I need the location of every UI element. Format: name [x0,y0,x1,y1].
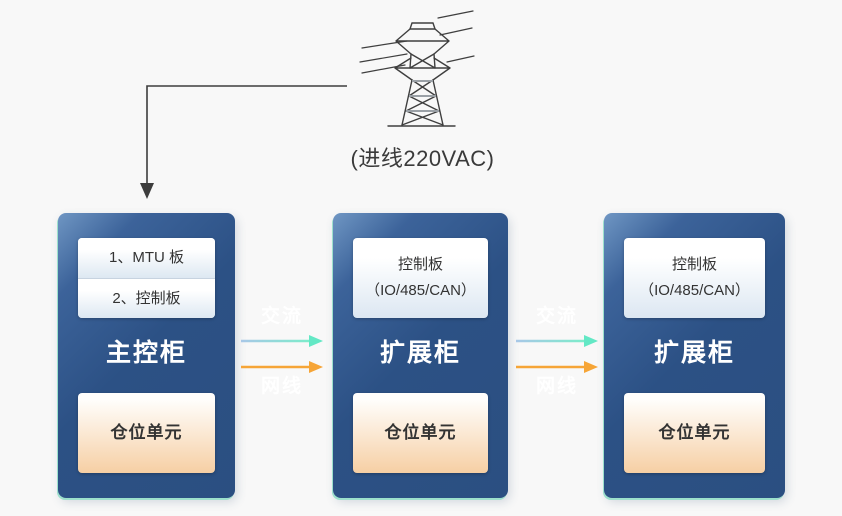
cabinet-main: 1、MTU 板 2、控制板 主控柜 仓位单元 [58,213,235,498]
cabinet-expansion-2: 控制板 （IO/485/CAN） 扩展柜 仓位单元 [604,213,785,498]
incoming-power-label: (进线220VAC) [350,146,495,171]
board-line-1: 控制板 [671,256,717,273]
link2-net-label: 网线 [535,376,578,397]
bay-unit-box: 仓位单元 [78,393,215,473]
bay-unit-box: 仓位单元 [353,393,488,473]
cabinet-title: 扩展柜 [653,339,735,367]
board-box: 控制板 （IO/485/CAN） [624,238,765,318]
board-line-1: 控制板 [397,256,443,273]
cabinet-title: 扩展柜 [379,339,461,367]
board-row-control: 2、控制板 [78,278,215,318]
transmission-tower-icon [359,10,475,127]
board-line-2: （IO/485/CAN） [365,282,476,299]
cabinet-title: 主控柜 [105,339,187,367]
link1-net-arrow-icon [241,361,323,373]
link2-ac-label: 交流 [535,306,578,327]
link1-ac-arrow-icon [241,335,323,347]
board-box: 1、MTU 板 2、控制板 [78,238,215,318]
link1-ac-label: 交流 [260,306,303,327]
cabinet-expansion-1: 控制板 （IO/485/CAN） 扩展柜 仓位单元 [333,213,508,498]
link2-net-arrow-icon [516,361,598,373]
board-box: 控制板 （IO/485/CAN） [353,238,488,318]
board-line-2: （IO/485/CAN） [639,282,750,299]
power-feed-arrow [140,85,347,199]
link2-ac-arrow-icon [516,335,598,347]
board-row-mtu: 1、MTU 板 [78,238,215,278]
link1-net-label: 网线 [260,376,303,397]
bay-unit-box: 仓位单元 [624,393,765,473]
